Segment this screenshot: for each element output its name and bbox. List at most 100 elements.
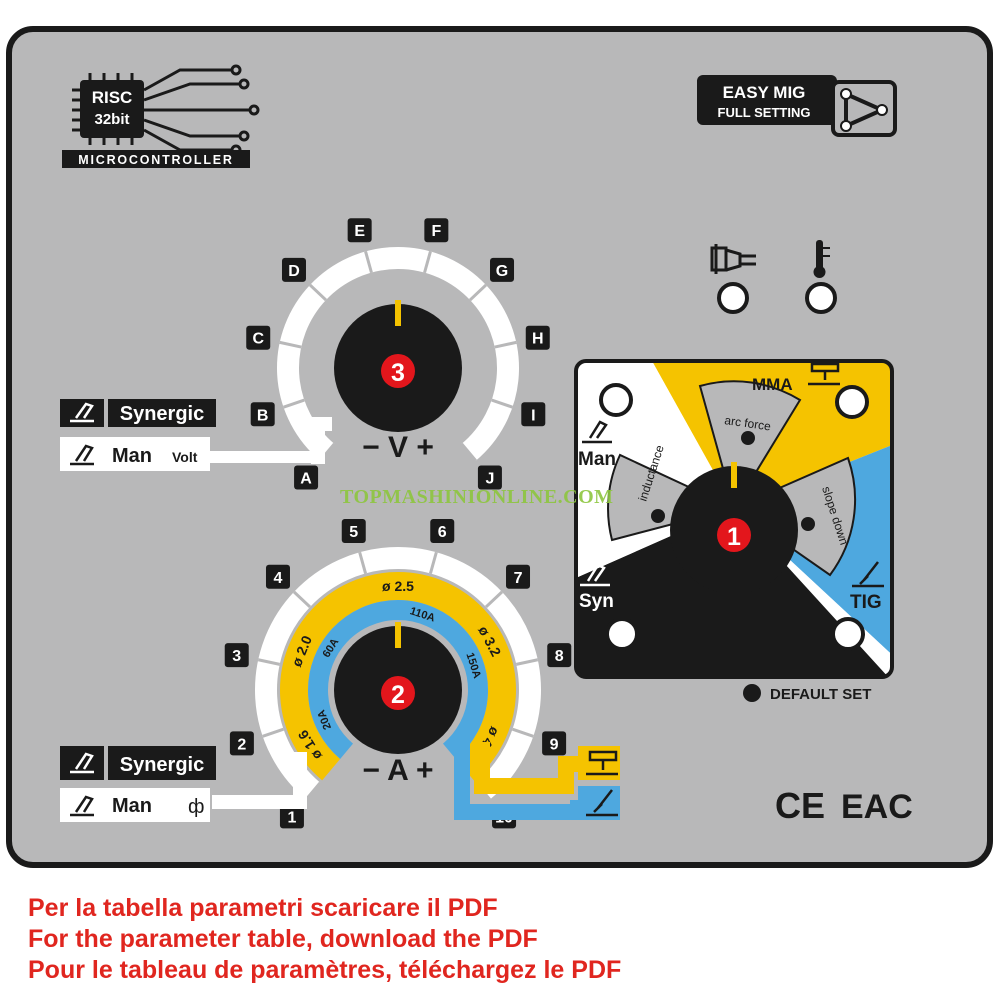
scale-marker-label: 9 — [550, 736, 559, 753]
current-mode-selector[interactable]: Synergic Man ф — [60, 746, 216, 822]
scale-marker-label: E — [354, 223, 365, 240]
voltage-mode-selector[interactable]: Synergic Man Volt — [60, 399, 216, 471]
voltage-man-label: Man — [112, 445, 152, 467]
footer-notes: Per la tabella parametri scaricare il PD… — [28, 893, 621, 986]
scale-marker-box — [265, 564, 290, 589]
voltage-scale: A B C D E F G H I J — [246, 218, 550, 490]
mode-knob-number: 1 — [727, 523, 741, 551]
welding-torch-icon — [70, 444, 94, 466]
welding-torch-icon — [582, 420, 612, 444]
footer-english: For the parameter table, download the PD… — [28, 925, 538, 953]
scale-marker-label: 4 — [274, 570, 283, 587]
scale-marker-label: F — [431, 223, 441, 240]
mode-knob-pointer — [731, 462, 737, 488]
tig-torch-icon — [852, 561, 884, 588]
scale-marker-box — [490, 257, 515, 282]
scale-marker-box — [224, 643, 249, 668]
scale-marker-box — [506, 564, 531, 589]
scale-marker-box — [430, 519, 455, 544]
current-knob-pointer — [395, 622, 401, 648]
wire-diameter-label: ø 2.5 — [382, 578, 414, 594]
thermal-led — [805, 282, 837, 314]
slope-down-led — [801, 517, 815, 531]
mode-selector-panel: Man Syn MMA TIG inductance arc force slo… — [574, 359, 894, 679]
current-knob-label: − A + — [362, 754, 433, 787]
microcontroller-logo: RISC 32bit MICROCONTROLLER — [62, 64, 260, 168]
welding-torch-icon — [70, 752, 94, 774]
footer-french: Pour le tableau de paramètres, télécharg… — [28, 956, 622, 984]
scale-marker-box — [542, 731, 567, 756]
scale-marker-label: 1 — [287, 809, 296, 826]
scale-marker-box — [347, 218, 372, 243]
scale-marker-box — [246, 325, 271, 350]
scale-marker-box — [521, 402, 546, 427]
scale-marker-label: B — [257, 407, 269, 424]
scale-marker-label: A — [300, 471, 312, 488]
chip-line-1: RISC — [92, 88, 133, 107]
scale-marker-box — [281, 257, 306, 282]
scale-marker-label: 8 — [555, 648, 564, 665]
voltage-knob-badge — [381, 354, 415, 388]
electrode-holder-icon — [808, 362, 840, 386]
arc-force-label: arc force — [724, 413, 772, 433]
scale-marker-box — [279, 804, 304, 829]
easy-mig-badge: EASY MIG FULL SETTING — [697, 75, 897, 137]
arc-force-led — [741, 431, 755, 445]
current-mode-connector — [212, 752, 307, 809]
man-led — [599, 383, 633, 417]
tig-mode-label: TIG — [850, 592, 882, 613]
current-man-label: Man — [112, 795, 152, 817]
scale-marker-label: 6 — [438, 524, 447, 541]
inductance-led — [651, 509, 665, 523]
default-set-dot — [743, 684, 761, 702]
scale-marker-box — [424, 218, 449, 243]
scale-marker-box — [547, 643, 572, 668]
scale-marker-label: H — [532, 331, 544, 348]
scale-marker-label: J — [485, 471, 494, 488]
mma-led — [835, 385, 869, 419]
scale-marker-box — [294, 465, 319, 490]
scale-marker-label: G — [496, 263, 508, 280]
scale-marker-label: C — [252, 331, 264, 348]
power-plug-icon — [710, 244, 756, 274]
voltage-mode-connector — [311, 417, 332, 464]
scale-marker-box — [229, 731, 254, 756]
scale-marker-box — [525, 325, 550, 350]
scale-marker-label: I — [531, 407, 535, 424]
mma-mode-label: MMA — [752, 375, 793, 394]
voltage-synergic-label: Synergic — [120, 403, 204, 425]
welding-torch-icon — [70, 402, 94, 423]
man-mode-label: Man — [578, 449, 616, 470]
scale-marker-label: 7 — [514, 570, 523, 587]
voltage-knob-number: 3 — [391, 359, 405, 387]
welding-torch-icon — [580, 563, 610, 587]
thermometer-icon — [813, 240, 830, 278]
scale-marker-label: 2 — [237, 736, 246, 753]
footer-italian: Per la tabella parametri scaricare il PD… — [28, 894, 498, 922]
voltage-knob-label: − V + — [362, 431, 434, 464]
ce-mark: CE — [775, 785, 825, 826]
scale-marker-label: D — [288, 263, 300, 280]
scale-marker-box — [341, 519, 366, 544]
scale-marker-label: 3 — [232, 648, 241, 665]
current-knob-badge — [381, 676, 415, 710]
mma-lead-line — [474, 742, 578, 794]
welding-torch-icon — [70, 795, 94, 817]
scale-marker-box — [477, 465, 502, 490]
eac-mark: EAC — [841, 788, 913, 826]
default-set-label: DEFAULT SET — [770, 686, 871, 703]
current-synergic-label: Synergic — [120, 754, 204, 776]
syn-mode-label: Syn — [579, 591, 614, 612]
tig-led — [831, 617, 865, 651]
microcontroller-caption: MICROCONTROLLER — [78, 153, 233, 167]
voltage-knob-pointer — [395, 300, 401, 326]
scale-marker-box — [250, 402, 275, 427]
watermark: TOPMASHINIONLINE.COM — [340, 486, 614, 508]
syn-led — [605, 617, 639, 651]
voltage-unit-label: Volt — [172, 449, 198, 465]
power-led — [717, 282, 749, 314]
scale-marker-label: 5 — [349, 524, 358, 541]
easy-mig-triangle-icon — [840, 88, 888, 132]
